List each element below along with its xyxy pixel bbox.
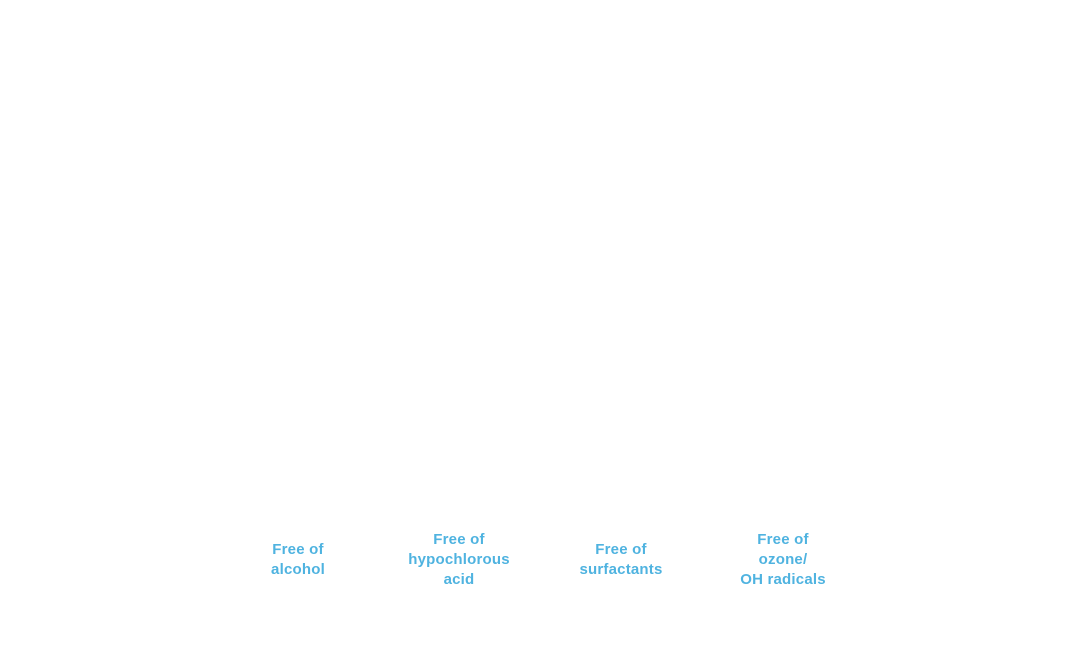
feature-label-line: alcohol (271, 561, 325, 578)
feature-label: Free of surfactants (579, 540, 662, 580)
feature-free-of-surfactants: Free of surfactants (546, 520, 696, 600)
feature-label: Free of ozone/ OH radicals (740, 530, 826, 590)
feature-label: Free of hypochlorous acid (408, 530, 510, 590)
feature-list: Free of alcohol Free of hypochlorous aci… (0, 520, 1080, 600)
feature-label-line: ozone/ (758, 551, 808, 568)
feature-label-line: OH radicals (740, 571, 826, 588)
feature-label-line: Free of (757, 531, 809, 548)
feature-label-line: acid (443, 571, 475, 588)
feature-label-line: Free of (272, 541, 324, 558)
feature-label: Free of alcohol (271, 540, 325, 580)
feature-free-of-ozone-oh-radicals: Free of ozone/ OH radicals (708, 520, 858, 600)
feature-label-line: surfactants (579, 561, 663, 578)
feature-free-of-hypochlorous-acid: Free of hypochlorous acid (384, 520, 534, 600)
feature-label-line: hypochlorous (408, 551, 510, 568)
feature-label-line: Free of (595, 541, 647, 558)
feature-free-of-alcohol: Free of alcohol (223, 520, 373, 600)
feature-label-line: Free of (433, 531, 485, 548)
